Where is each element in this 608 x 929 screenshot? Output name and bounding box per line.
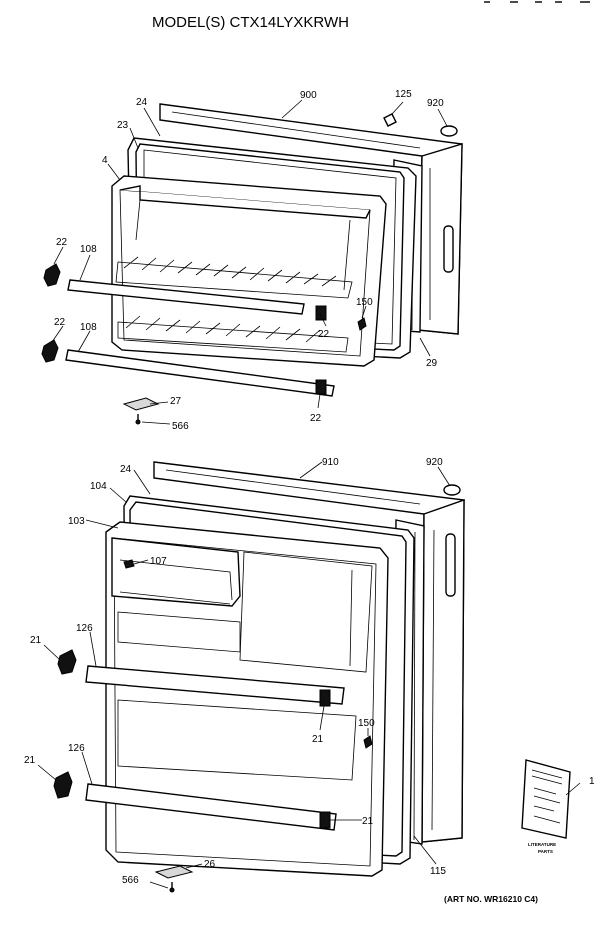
fresh-liner bbox=[105, 521, 389, 877]
callout-1: 1 bbox=[589, 776, 595, 787]
callout-21-a: 21 bbox=[30, 635, 42, 646]
fresh-callouts: 910 920 24 104 103 107 21 126 21 126 21 … bbox=[24, 457, 446, 886]
callout-126-a: 126 bbox=[76, 623, 93, 634]
fresh-shelf-bar-bottom bbox=[85, 783, 337, 831]
fresh-screw bbox=[363, 735, 373, 749]
freezer-cap bbox=[440, 125, 458, 137]
callout-125: 125 bbox=[395, 89, 412, 100]
fresh-clip-mid bbox=[319, 689, 331, 707]
callout-21-d: 21 bbox=[362, 816, 374, 827]
fresh-leaders bbox=[37, 461, 451, 889]
callout-150-bottom: 150 bbox=[358, 718, 375, 729]
callout-24-bottom: 24 bbox=[120, 464, 132, 475]
fresh-hinge bbox=[154, 865, 194, 879]
callout-24-top: 24 bbox=[136, 97, 148, 108]
freezer-callouts: 900 125 920 24 23 4 22 108 22 108 22 22 … bbox=[54, 89, 444, 432]
callout-108-a: 108 bbox=[80, 244, 97, 255]
callout-920-top: 920 bbox=[427, 98, 444, 109]
callout-126-b: 126 bbox=[68, 743, 85, 754]
fresh-dairy-compartment bbox=[111, 537, 241, 607]
fresh-clip-bottom bbox=[319, 811, 331, 829]
callout-108-b: 108 bbox=[80, 322, 97, 333]
freezer-grate-top bbox=[115, 256, 353, 299]
callout-26: 26 bbox=[204, 859, 216, 870]
fresh-support-top bbox=[57, 649, 77, 675]
callout-22-a: 22 bbox=[56, 237, 68, 248]
fresh-dairy-knob bbox=[123, 559, 135, 569]
callout-566-bottom: 566 bbox=[122, 875, 139, 886]
callout-22-c: 22 bbox=[318, 329, 330, 340]
freezer-door-assembly bbox=[41, 103, 463, 425]
callout-150-top: 150 bbox=[356, 297, 373, 308]
freezer-support-bottom bbox=[41, 339, 59, 363]
callout-900: 900 bbox=[300, 90, 317, 101]
callout-920-bottom: 920 bbox=[426, 457, 443, 468]
freezer-clip-top bbox=[315, 305, 327, 321]
freezer-support-top bbox=[43, 263, 61, 287]
fresh-cap bbox=[443, 484, 461, 496]
callout-103: 103 bbox=[68, 516, 85, 527]
freezer-shelf-bar-top bbox=[67, 279, 305, 315]
literature-label-1: LITERATURE bbox=[528, 842, 556, 847]
callout-566-top: 566 bbox=[172, 421, 189, 432]
callout-104: 104 bbox=[90, 481, 107, 492]
art-number: (ART NO. WR16210 C4) bbox=[444, 894, 538, 904]
callout-21-c: 21 bbox=[312, 734, 324, 745]
fresh-support-bottom bbox=[53, 771, 73, 799]
callout-4: 4 bbox=[102, 155, 108, 166]
literature-parts: LITERATURE PARTS 1 bbox=[521, 759, 595, 854]
fresh-food-door-assembly bbox=[53, 461, 465, 893]
page-title: MODEL(S) CTX14LYXKRWH bbox=[152, 14, 349, 31]
fresh-shelf-bar-top bbox=[85, 665, 345, 705]
freezer-hinge bbox=[122, 397, 160, 411]
callout-21-b: 21 bbox=[24, 755, 36, 766]
callout-23: 23 bbox=[117, 120, 129, 131]
callout-910: 910 bbox=[322, 457, 339, 468]
callout-29: 29 bbox=[426, 358, 438, 369]
callout-115: 115 bbox=[430, 866, 446, 877]
freezer-leaders bbox=[51, 99, 448, 425]
freezer-screw bbox=[357, 317, 367, 331]
callout-22-d: 22 bbox=[310, 413, 322, 424]
freezer-clip-bottom bbox=[315, 379, 327, 395]
freezer-shelf-bar-bottom bbox=[65, 349, 335, 397]
literature-label-2: PARTS bbox=[538, 849, 553, 854]
freezer-plug bbox=[383, 113, 397, 127]
callout-22-b: 22 bbox=[54, 317, 66, 328]
callout-27: 27 bbox=[170, 396, 182, 407]
freezer-grate-bottom bbox=[117, 315, 349, 353]
callout-107: 107 bbox=[150, 556, 167, 567]
